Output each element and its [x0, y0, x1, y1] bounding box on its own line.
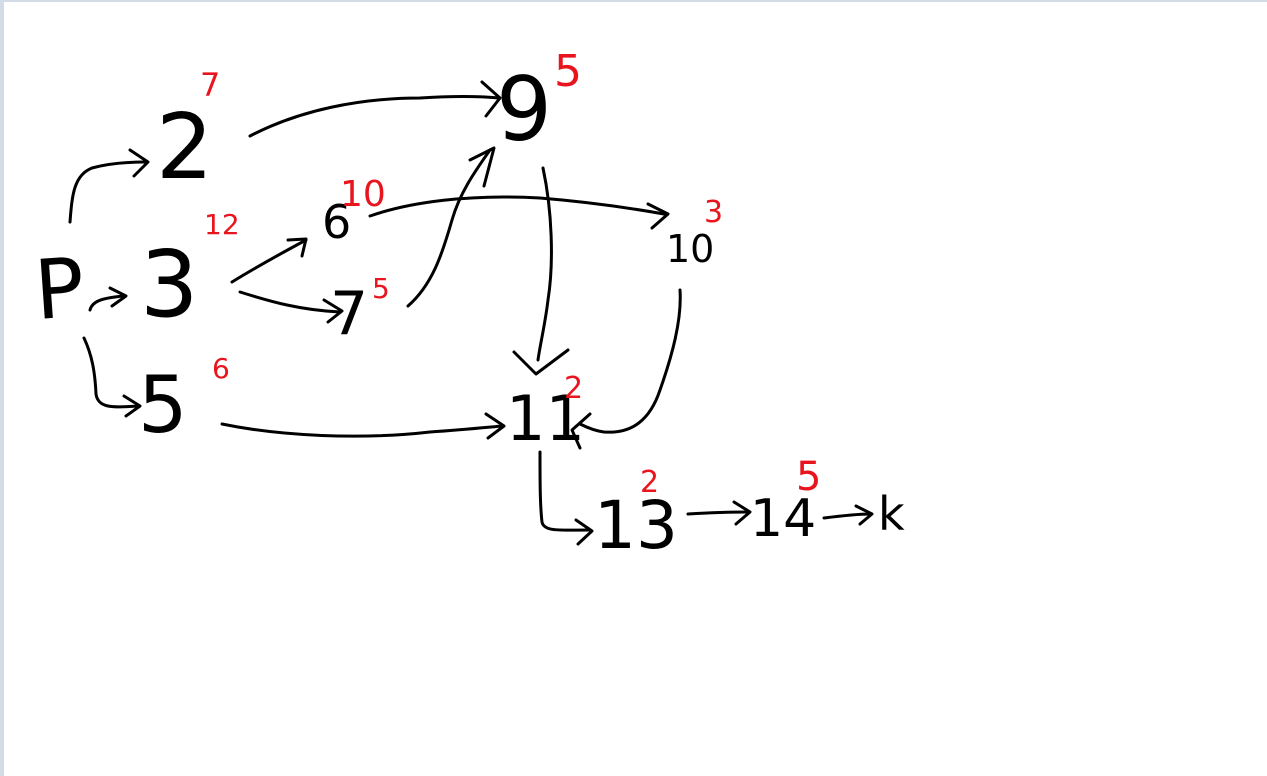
weight-node-11: 2	[564, 371, 583, 406]
node-label-10: 10	[666, 227, 714, 271]
canvas-left-border	[0, 0, 4, 776]
edge-p-to-3	[88, 286, 128, 312]
node-label-k: k	[878, 487, 905, 541]
weight-node-2: 7	[200, 66, 220, 104]
weight-node-5: 6	[212, 352, 230, 385]
node-label-5: 5	[138, 361, 188, 451]
edge-9-to-11	[512, 166, 570, 376]
edge-p-to-2	[68, 148, 150, 224]
weight-node-6: 10	[340, 174, 386, 215]
canvas-top-border	[0, 0, 1267, 2]
node-label-p: P	[31, 241, 87, 339]
edge-10-to-11	[570, 288, 682, 450]
edge-14-to-k	[822, 504, 874, 526]
node-label-7: 7	[330, 279, 368, 349]
edge-p-to-5	[82, 336, 142, 418]
node-label-11: 11	[506, 382, 585, 455]
edge-2-to-9	[248, 80, 502, 138]
edge-3-to-7	[238, 290, 344, 324]
edge-5-to-11	[220, 412, 506, 440]
weight-node-9: 5	[554, 46, 582, 97]
node-label-3: 3	[140, 231, 199, 338]
node-label-2: 2	[156, 95, 213, 200]
edge-6-to-10	[368, 195, 670, 230]
weight-node-3: 12	[204, 208, 240, 241]
edge-13-to-14	[686, 500, 752, 526]
weight-node-14: 5	[796, 454, 821, 500]
weight-node-13: 2	[640, 465, 659, 500]
edge-7-to-9	[406, 146, 496, 308]
edge-3-to-6	[230, 237, 308, 284]
node-label-13: 13	[594, 487, 678, 564]
node-label-14: 14	[750, 489, 816, 549]
node-label-6: 6	[322, 195, 351, 249]
node-label-9: 9	[496, 58, 552, 161]
edge-11-to-13	[538, 450, 594, 546]
weight-node-7: 5	[372, 272, 390, 305]
weight-node-10: 3	[704, 195, 723, 230]
